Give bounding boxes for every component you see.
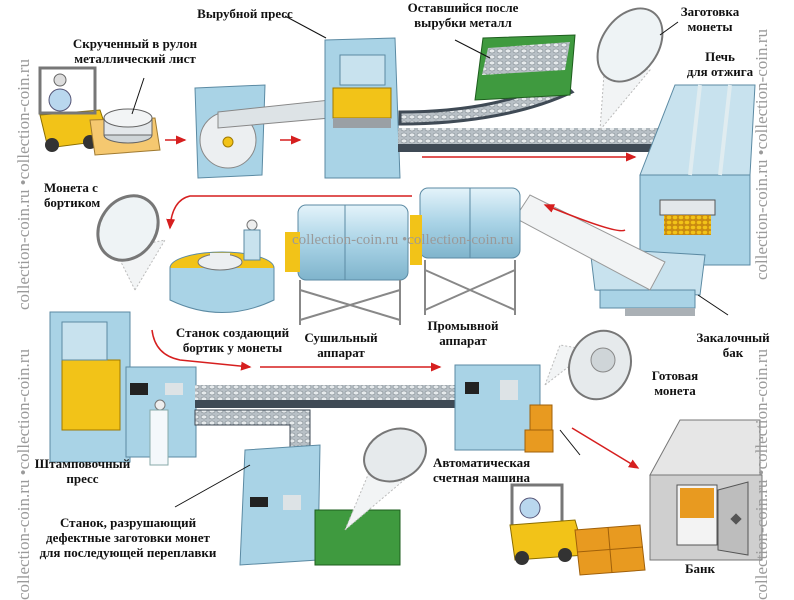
conveyor-top	[398, 78, 660, 152]
watermark-right-top: collection-coin.ru •collection-coin.ru	[752, 29, 771, 280]
forklift-with-coil	[38, 66, 161, 156]
bank-vault	[649, 419, 763, 561]
flow-arrow	[543, 204, 626, 232]
label-line: Вырубной пресс	[197, 6, 293, 21]
watermark-left-bottom: collection-coin.ru •collection-coin.ru	[14, 349, 33, 600]
label-line: аппарат	[439, 333, 487, 348]
washing-machine	[410, 187, 521, 315]
label-destroyer: Станок, разрушающий дефектные заготовки …	[28, 515, 228, 560]
label-blanking-press: Вырубной пресс	[190, 6, 300, 21]
label-line: пресс	[66, 471, 99, 486]
defective-coin-magnified	[344, 427, 427, 531]
label-line: Печь	[705, 49, 735, 64]
label-line: Промывной	[427, 318, 499, 333]
label-rimming-machine: Станок создающий бортик у монеты	[170, 325, 295, 355]
label-line: Заготовка	[680, 4, 740, 19]
label-line: для отжига	[686, 64, 754, 79]
label-line: аппарат	[317, 345, 365, 360]
label-annealing-furnace: Печь для отжига	[680, 49, 760, 79]
label-coin-blank: Заготовка монеты	[670, 4, 750, 34]
flow-arrow	[571, 427, 640, 469]
label-line: Сушильный	[304, 330, 378, 345]
conveyor-middle	[194, 385, 465, 451]
label-line: Банк	[684, 561, 716, 576]
blanking-press	[284, 15, 401, 179]
label-counting-machine: Автоматическая счетная машина	[433, 455, 543, 485]
label-line: бортиком	[44, 195, 101, 210]
label-line: Оставшийся после	[407, 0, 519, 15]
washer-feed-tube	[514, 194, 666, 291]
rimming-machine	[169, 219, 275, 313]
uncoiler	[194, 84, 331, 179]
label-line: для последующей переплавки	[39, 545, 217, 560]
label-quench-tank: Закалочный бак	[688, 330, 778, 360]
label-line: монета	[654, 383, 696, 398]
label-line: бортик у монеты	[182, 340, 283, 355]
label-bank: Банк	[675, 561, 725, 576]
label-dryer: Сушильный аппарат	[296, 330, 386, 360]
forklift-with-coin-bags	[509, 483, 646, 576]
label-line: Монета с	[44, 180, 98, 195]
label-line: Станок создающий	[175, 325, 290, 340]
counting-machine	[454, 364, 581, 456]
finished-coin-magnified	[543, 329, 632, 401]
label-line: счетная машина	[433, 470, 530, 485]
watermark-center: collection-coin.ru •collection-coin.ru	[292, 232, 514, 248]
label-line: бак	[722, 345, 744, 360]
label-finished-coin: Готовая монета	[640, 368, 710, 398]
label-line: Станок, разрушающий	[59, 515, 197, 530]
label-line: дефектные заготовки монет	[46, 530, 210, 545]
label-line: Готовая	[651, 368, 699, 383]
label-washer: Промывной аппарат	[418, 318, 508, 348]
label-rimmed-coin: Монета с бортиком	[44, 180, 124, 210]
drying-machine	[285, 204, 409, 325]
coin-blank-magnified	[596, 7, 679, 132]
label-line: монеты	[687, 19, 733, 34]
label-scrap-metal: Оставшийся после вырубки металл	[398, 0, 528, 30]
label-line: Скрученный в рулон	[72, 36, 198, 51]
watermark-left-top: collection-coin.ru •collection-coin.ru	[14, 59, 33, 310]
label-line: Закалочный	[696, 330, 770, 345]
label-line: вырубки металл	[414, 15, 512, 30]
label-line: Автоматическая	[433, 455, 531, 470]
flow-arrow	[166, 195, 412, 230]
watermark-right-bottom: collection-coin.ru •collection-coin.ru	[752, 349, 771, 600]
stamping-press	[49, 311, 197, 466]
flow-arrow	[151, 329, 252, 371]
label-line: Штамповочный	[34, 456, 131, 471]
label-coil: Скрученный в рулон металлический лист	[60, 36, 210, 66]
scrap-metal-bin	[454, 34, 576, 101]
annealing-furnace	[639, 84, 756, 266]
label-stamping-press: Штамповочный пресс	[30, 456, 135, 486]
rimmed-coin-magnified	[96, 194, 167, 292]
label-line: металлический лист	[74, 51, 196, 66]
